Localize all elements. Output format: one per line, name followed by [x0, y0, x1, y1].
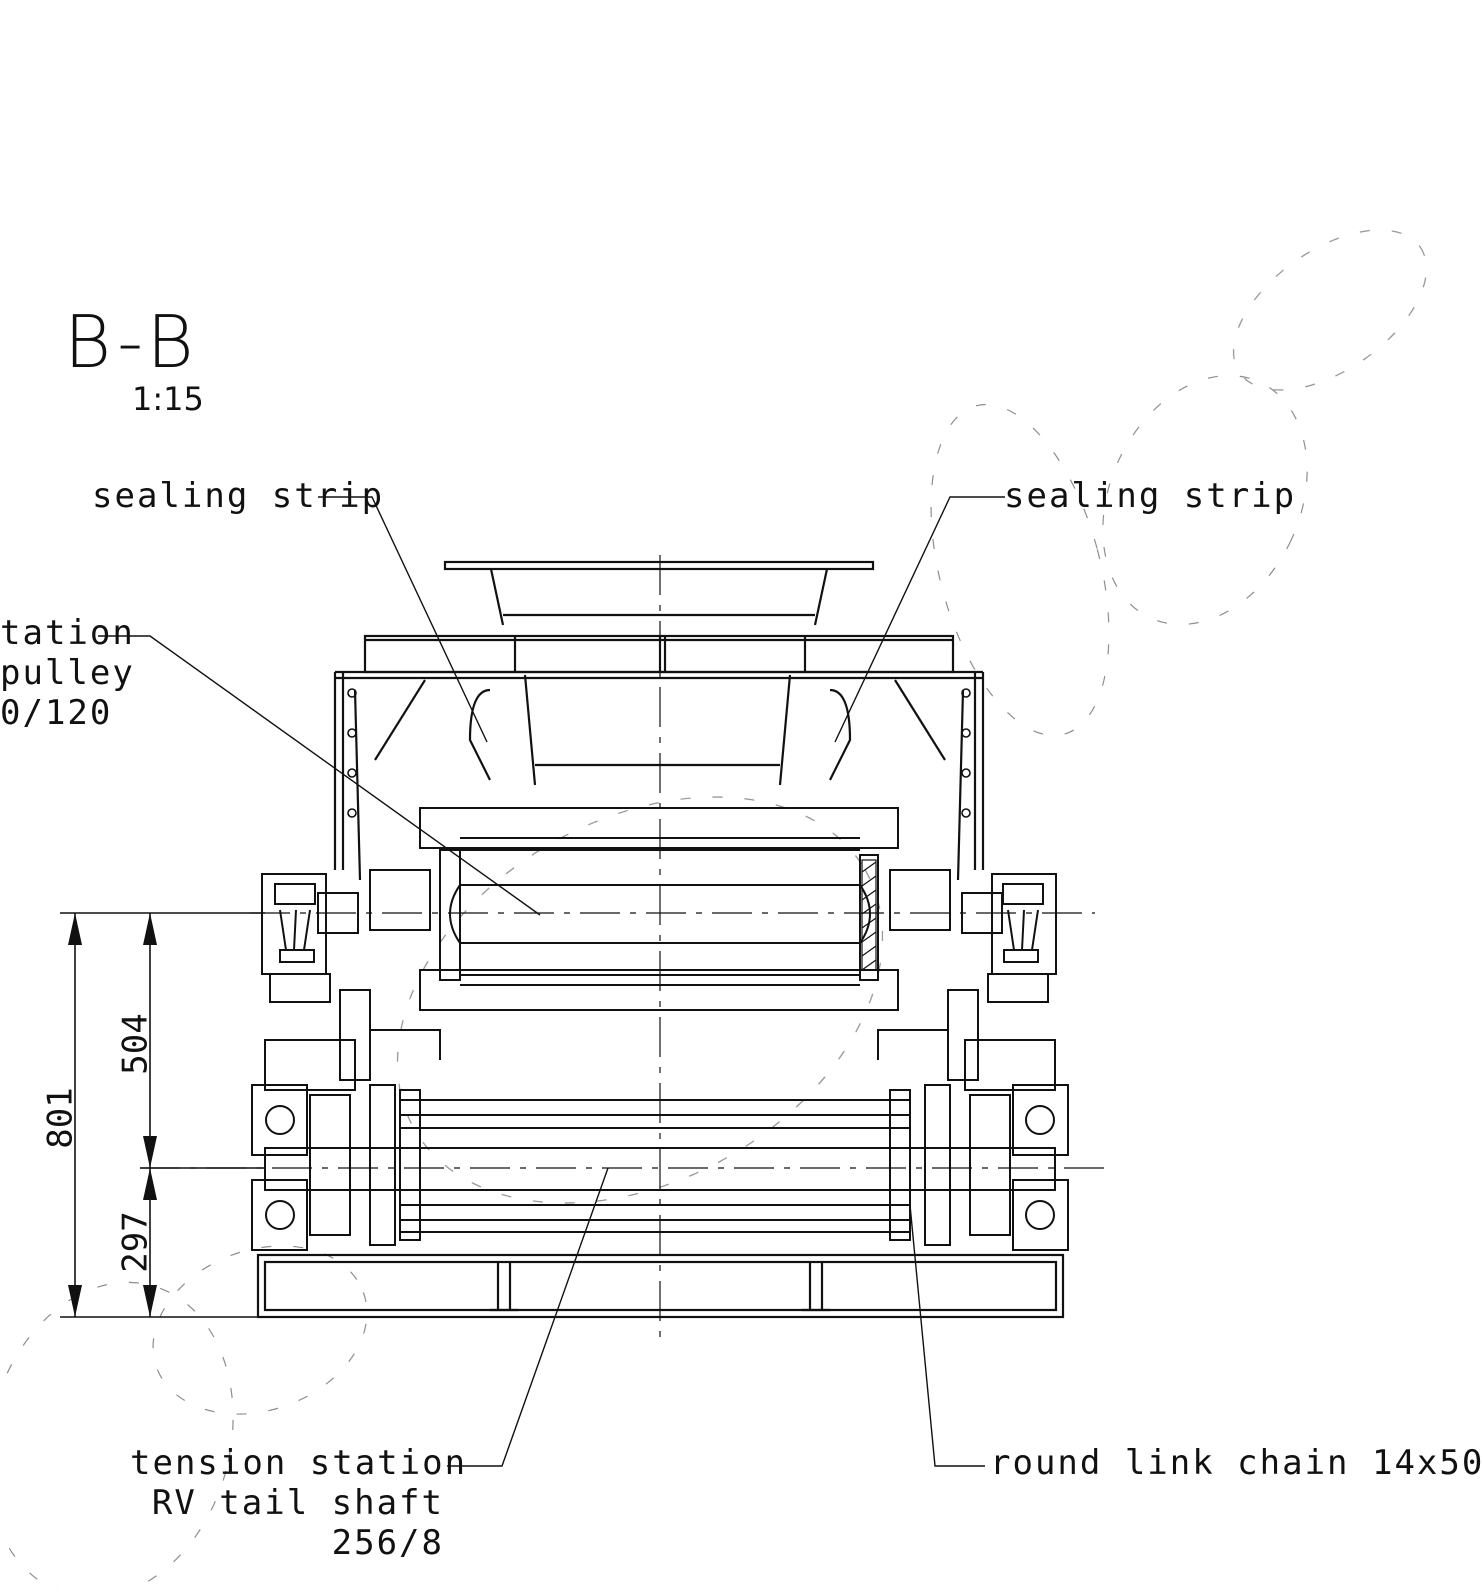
- section-title: B-B: [64, 300, 200, 384]
- outer-frame: [333, 670, 985, 881]
- dimension-801: 801: [40, 1087, 81, 1149]
- dimension-297: 297: [115, 1211, 156, 1273]
- hopper: [363, 560, 955, 674]
- tension-station-label-3: 256/8: [331, 1523, 444, 1563]
- scale-label: 1:15: [132, 380, 204, 418]
- center-lines: [140, 555, 1105, 1345]
- tension-station-label-1: tension station: [130, 1443, 468, 1483]
- round-link-chain-label: round link chain 14x50: [990, 1443, 1484, 1483]
- leader-lines: [98, 496, 1005, 1467]
- left-lower-bearing: [251, 1084, 351, 1251]
- sealing-strip-right-label: sealing strip: [1004, 476, 1297, 516]
- dimension-lines: [60, 912, 265, 1318]
- base-frame: [256, 1253, 1065, 1319]
- background-swirls: [0, 229, 1428, 1590]
- sealing-strip-left-label: sealing strip: [92, 476, 385, 516]
- bearing-hatch: [861, 859, 877, 971]
- drive-station-label-3: 0/120: [0, 693, 113, 733]
- drive-station-label-2: pulley: [0, 653, 135, 693]
- tail-shaft: [264, 1084, 1056, 1246]
- tension-station-label-2: RV tail shaft: [151, 1483, 444, 1523]
- drive-station-label-1: tation: [0, 613, 135, 653]
- dimension-504: 504: [115, 1013, 156, 1075]
- right-lower-bearing: [969, 1084, 1069, 1251]
- side-frames: [264, 989, 1056, 1091]
- technical-drawing: [0, 229, 1428, 1590]
- dimension-arrows: [68, 913, 157, 1317]
- left-upper-bearing: [261, 873, 331, 1003]
- right-upper-bearing: [987, 873, 1057, 1003]
